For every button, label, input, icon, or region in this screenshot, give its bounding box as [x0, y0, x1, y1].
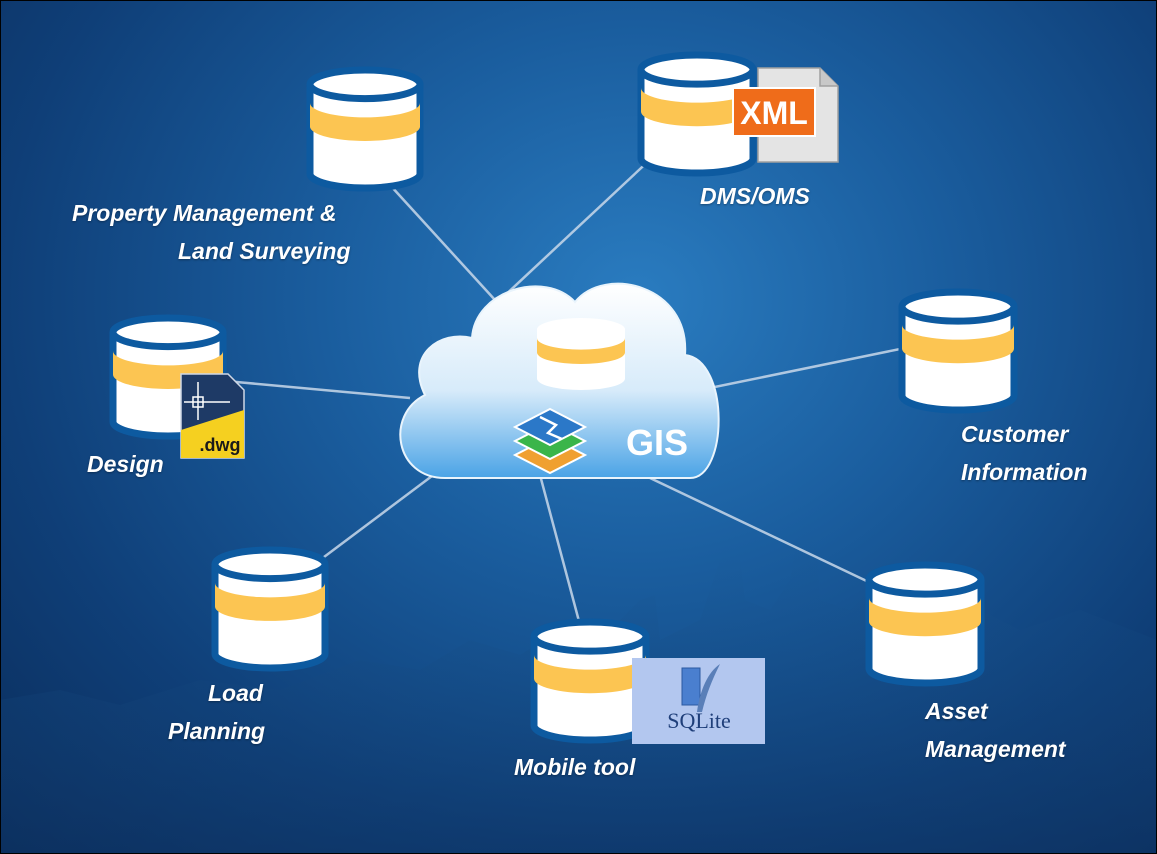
map-layers-icon: [512, 407, 588, 475]
database-icon-asset: [865, 561, 985, 687]
label-dms: DMS/OMS: [700, 183, 810, 209]
label-load: Load Planning: [168, 680, 266, 744]
connector-customer: [699, 346, 906, 392]
label-design: Design: [87, 451, 164, 477]
connector-design: [214, 378, 411, 400]
sqlite-badge-label: SQLite: [667, 708, 731, 733]
label-asset: Asset Management: [925, 698, 1066, 762]
connector-dms: [499, 154, 656, 301]
dwg-badge-label: .dwg: [200, 435, 241, 455]
database-icon-mobile: [530, 618, 650, 744]
database-icon-property: [306, 66, 424, 192]
label-mobile: Mobile tool: [514, 754, 636, 780]
sqlite-logo: SQLite: [632, 658, 765, 744]
connector-lines: [214, 154, 906, 626]
connector-mobile: [538, 474, 582, 626]
database-icon-design: [109, 314, 227, 440]
label-property: Property Management & Land Surveying: [72, 200, 351, 264]
connector-asset: [649, 476, 876, 587]
label-customer: Customer Information: [961, 421, 1088, 485]
xml-file-icon: XML: [732, 67, 839, 163]
gis-title: GIS: [626, 422, 688, 463]
database-icon-customer: [898, 288, 1018, 414]
database-icon-load: [211, 546, 329, 672]
database-icons: [109, 51, 1018, 744]
dwg-file-icon: .dwg: [180, 373, 245, 459]
database-icon-dms: [637, 51, 757, 177]
connector-load: [319, 469, 441, 561]
database-icon-gis: [537, 318, 625, 390]
xml-badge-label: XML: [740, 95, 808, 131]
connector-property: [389, 184, 496, 301]
